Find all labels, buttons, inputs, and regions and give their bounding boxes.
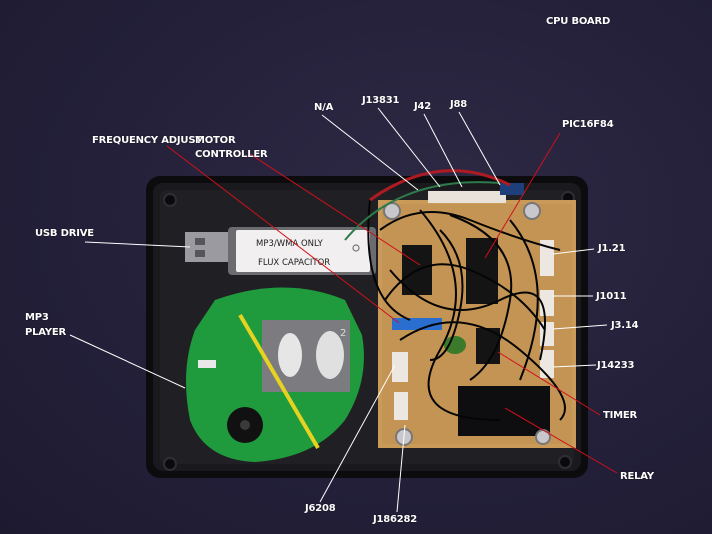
- label-pic16f84: PIC16F84: [562, 119, 614, 130]
- label-mp3-player-line-1: MP3: [25, 312, 49, 323]
- usb-text-line-1: MP3/WMA ONLY: [256, 239, 324, 249]
- label-motor-controller-line-2: CONTROLLER: [195, 149, 268, 160]
- label-relay: RELAY: [620, 471, 654, 482]
- usb-drive: MP3/WMA ONLY FLUX CAPACITOR: [185, 227, 376, 275]
- label-j1011: J1011: [596, 291, 627, 302]
- red-callout-lines: [166, 132, 618, 474]
- label-j186282: J186282: [373, 514, 418, 525]
- label-j121: J1.21: [598, 243, 626, 254]
- label-frequency-adjust: FREQUENCY ADJUST: [92, 135, 202, 146]
- label-j14233: J14233: [597, 360, 635, 371]
- label-cpu-board: CPU BOARD: [546, 16, 611, 27]
- label-j13831: J13831: [362, 95, 400, 106]
- cpu-board: [344, 169, 576, 448]
- label-j314: J3.14: [611, 320, 639, 331]
- usb-text-line-2: FLUX CAPACITOR: [258, 258, 330, 268]
- label-mp3-player-line-2: PLAYER: [25, 327, 67, 338]
- label-timer: TIMER: [603, 410, 638, 421]
- label-usb-drive: USB DRIVE: [35, 228, 94, 239]
- label-na: N/A: [314, 102, 334, 113]
- label-j88: J88: [450, 99, 468, 110]
- mp3-player-board: 2: [186, 287, 364, 462]
- label-motor-controller-line-1: MOTOR: [195, 135, 236, 146]
- white-callout-lines: [69, 107, 608, 513]
- label-j6208: J6208: [305, 503, 336, 514]
- board-mark: 2: [340, 328, 346, 339]
- label-j42: J42: [414, 101, 432, 112]
